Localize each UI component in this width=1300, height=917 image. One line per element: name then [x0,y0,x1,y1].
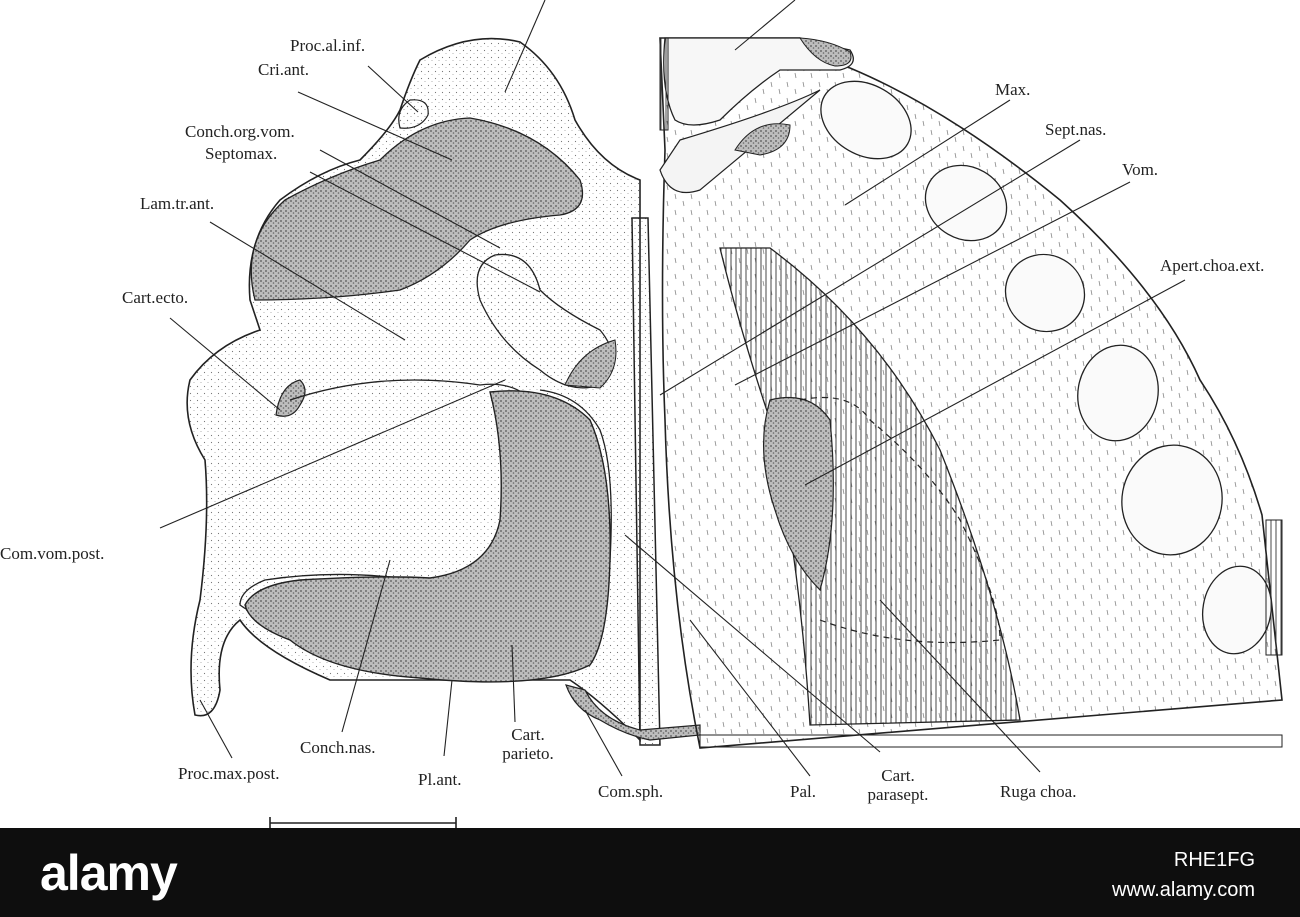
label-pl-ant: Pl.ant. [418,770,462,789]
label-lam-tr-ant: Lam.tr.ant. [140,194,215,213]
label-proc-max-post: Proc.max.post. [178,764,280,783]
label-com-sph: Com.sph. [598,782,664,801]
label-cart-parieto-line1: Cart. [511,725,545,744]
label-pal: Pal. [790,782,816,801]
anatomical-figure: Proc.al.inf. Cri.ant. Conch.org.vom. Sep… [0,0,1283,828]
leader-lines [159,0,1186,777]
label-cart-parieto: Cart. parieto. [490,725,566,763]
label-vom: Vom. [1122,160,1159,179]
label-cart-ecto: Cart.ecto. [122,288,189,307]
site-url: www.alamy.com [1112,879,1255,901]
label-com-vom-post: Com.vom.post. [0,544,105,563]
nasal-septum [565,217,701,746]
label-cart-parasept-line1: Cart. [881,766,915,785]
dermal-bones [659,37,1283,749]
brand-logo: alamy [40,845,178,901]
scale-bar [269,817,457,828]
label-proc-al-inf: Proc.al.inf. [290,36,366,55]
nasal-capsule [186,37,641,742]
label-conch-nas: Conch.nas. [300,738,376,757]
label-septomax: Septomax. [205,144,278,163]
label-cart-parasept-line2: parasept. [867,785,929,804]
label-sept-nas: Sept.nas. [1045,120,1107,139]
label-apert-choa-ext: Apert.choa.ext. [1160,256,1265,275]
watermark-footer [0,828,1300,917]
label-cart-parasept: Cart. parasept. [848,766,948,804]
label-conch-org-vom: Conch.org.vom. [185,122,295,141]
label-max: Max. [995,80,1031,99]
label-cart-parieto-line2: parieto. [502,744,554,763]
label-ruga-choa: Ruga choa. [1000,782,1077,801]
image-id: RHE1FG [1173,849,1255,871]
skull-drawing [159,0,1283,828]
label-cri-ant: Cri.ant. [258,60,309,79]
